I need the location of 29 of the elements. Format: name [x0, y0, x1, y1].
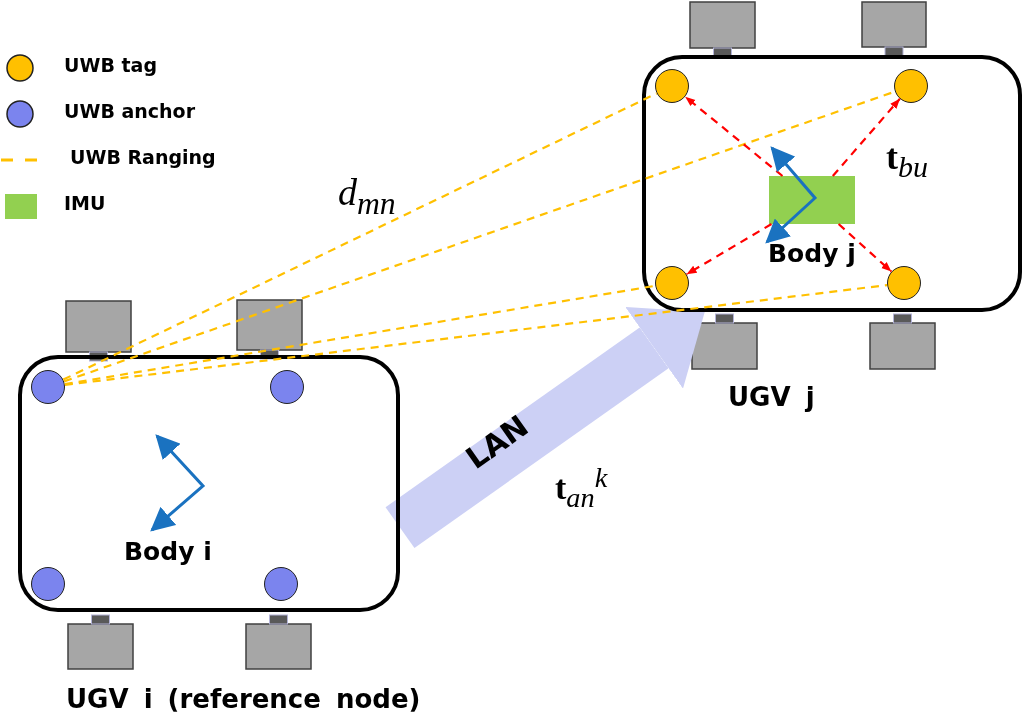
block-arrow — [385, 307, 705, 549]
dashed-arrow — [837, 223, 893, 273]
dashed-line — [64, 284, 656, 386]
imu-block — [769, 176, 855, 224]
legend-label: UWB anchor — [64, 100, 196, 122]
anchor-circle — [31, 567, 65, 601]
anchor-circle — [270, 370, 304, 404]
vehicle-caption: UGV j — [728, 382, 815, 412]
anchor-circle — [31, 370, 65, 404]
dashed-arrow — [684, 95, 784, 177]
legend-label: IMU — [64, 192, 106, 214]
anchor-circle — [264, 567, 298, 601]
dashed-arrow — [831, 98, 901, 177]
dashed-line — [62, 92, 658, 381]
tag-circle — [655, 69, 689, 103]
vehicle-body — [642, 55, 1022, 312]
dashed-line — [64, 284, 888, 386]
tag-circle — [655, 266, 689, 300]
tag-circle — [894, 69, 928, 103]
body-label: Body i — [124, 537, 212, 566]
legend-label: UWB tag — [64, 54, 157, 76]
math-label: t$_{bu}$ — [886, 136, 928, 185]
dashed-arrow — [686, 223, 773, 276]
vehicle-caption: UGV i (reference node) — [66, 684, 421, 714]
vehicle-body — [18, 355, 400, 612]
math-label: d$_{mn}$ — [338, 170, 396, 222]
tag-circle — [887, 266, 921, 300]
legend-label: UWB Ranging — [70, 146, 216, 168]
body-label: Body j — [768, 239, 856, 268]
